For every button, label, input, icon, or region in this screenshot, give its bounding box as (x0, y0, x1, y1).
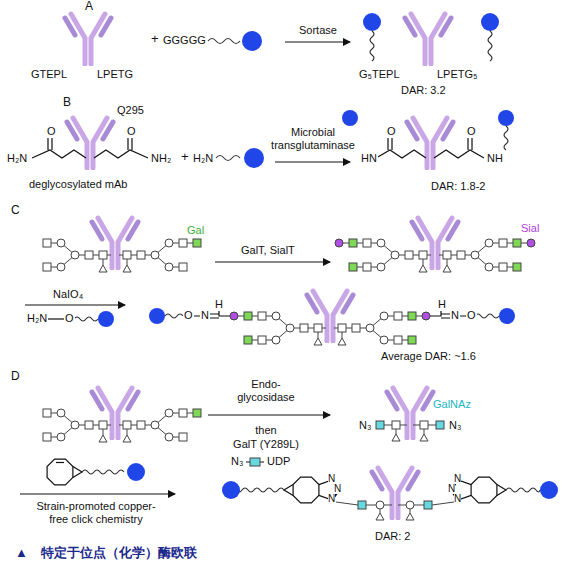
label-text: GalNAz (432, 398, 472, 411)
panel-letter: D (10, 370, 21, 384)
label-text: H₂N (6, 152, 28, 165)
label-text: O (126, 125, 137, 138)
label-text: GalT, SialT (240, 244, 296, 257)
label-text: then (215, 424, 317, 437)
label-text: H (214, 298, 224, 311)
label-text: N (450, 309, 460, 322)
figure-caption: 特定于位点（化学）酶欧联 (40, 546, 198, 561)
label-text: G₅TEPL (358, 68, 401, 81)
label-text: N (328, 473, 335, 484)
label-text: O (466, 309, 477, 322)
label-text: HN (360, 152, 378, 165)
panel-letter: C (10, 204, 21, 218)
label-text: N (200, 309, 210, 322)
label-text: N (328, 493, 335, 504)
label-text: NaIO₄ (52, 288, 84, 301)
label-text: GGGGG (162, 34, 207, 47)
label-text: N (454, 473, 461, 484)
label-text: deglycosylated mAb (28, 178, 128, 191)
label-text: N₃ (448, 419, 462, 432)
label-text: O (466, 125, 477, 138)
label-text: O (64, 312, 75, 325)
label-text: DAR: 2 (374, 530, 411, 543)
label-text: GalT (Y289L) (215, 438, 317, 451)
label-text: N (454, 493, 461, 504)
label-text: ▲ (14, 546, 29, 561)
label-text: Average DAR: ~1.6 (380, 350, 477, 363)
label-text: O (183, 309, 194, 322)
label-text: N (448, 483, 455, 494)
label-text: Strain-promoted copper-free click chemis… (30, 500, 162, 525)
label-text: + (150, 32, 160, 47)
label-text: Gal (186, 224, 205, 237)
label-text: NH (486, 152, 504, 165)
label-text: LPETG₅ (436, 68, 479, 81)
label-text: DAR: 3.2 (400, 84, 447, 97)
label-text: H₂N (192, 152, 214, 165)
panel-letter: A (84, 0, 94, 14)
label-text: H (437, 298, 447, 311)
label-text: GTEPL (30, 68, 68, 81)
label-text: UDP (266, 455, 291, 468)
label-text: N (334, 483, 341, 494)
label-text: LPETG (96, 68, 134, 81)
label-text: Endo- glycosidase (230, 378, 302, 403)
panel-letter: B (62, 96, 72, 110)
label-text: NH₂ (150, 152, 172, 165)
label-text: H₂N (26, 312, 48, 325)
label-text: O (386, 125, 397, 138)
label-text: Microbial transglutaminase (262, 126, 364, 151)
label-text: Sial (520, 222, 540, 235)
label-text: O (46, 125, 57, 138)
label-text: + (180, 150, 190, 165)
label-text: N₃ (358, 419, 372, 432)
label-text: DAR: 1.8-2 (430, 180, 486, 193)
label-text: Sortase (298, 24, 338, 37)
label-text: Q295 (116, 104, 145, 117)
label-text: N₃ (230, 455, 244, 468)
